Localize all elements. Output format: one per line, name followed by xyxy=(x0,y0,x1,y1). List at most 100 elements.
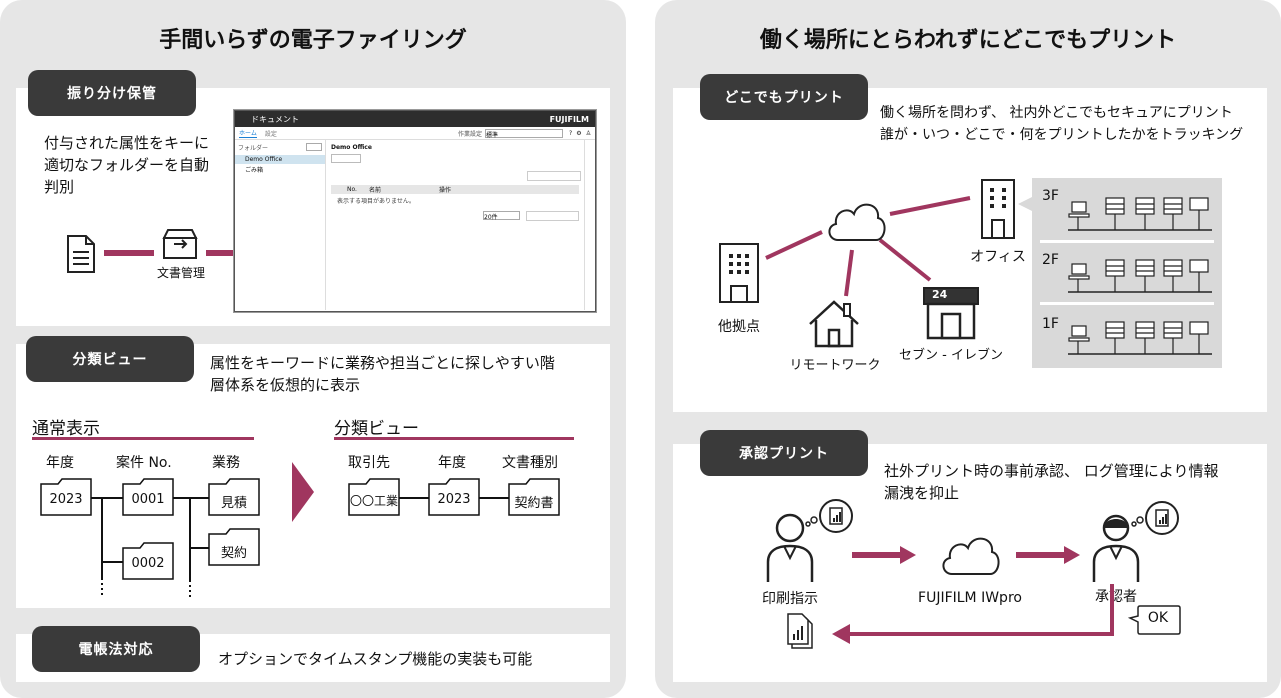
folder-icon xyxy=(40,478,92,516)
store-icon xyxy=(923,287,979,340)
sort-arrow-1 xyxy=(104,250,154,256)
search-select[interactable]: 標準 xyxy=(485,128,564,139)
node-store: セブン - イレブン xyxy=(899,348,1003,363)
floor-1f: 1F xyxy=(1042,316,1059,332)
folder-keiyaku: 契約 xyxy=(220,546,247,561)
sort-desc: 付与された属性をキーに 適切なフォルダーを自動 判別 xyxy=(44,134,210,196)
folder-item-trash[interactable]: ごみ箱 xyxy=(245,167,264,174)
folder-icon xyxy=(122,542,174,580)
user-icon[interactable]: ♙ xyxy=(585,129,591,137)
folder-client: 〇〇工業 xyxy=(349,494,398,508)
content-title: Demo Office xyxy=(331,144,372,151)
folder-menu[interactable] xyxy=(306,143,322,151)
view-section xyxy=(16,344,610,608)
normal-tree-lines xyxy=(90,497,210,598)
app-titlebar: ドキュメント FUJIFILM xyxy=(235,111,595,127)
folder-icon xyxy=(428,478,480,516)
app-sidebar: フォルダー Demo Office ごみ箱 xyxy=(235,140,326,310)
search-label: 作業設定 xyxy=(458,130,483,138)
folder-icon xyxy=(208,528,260,566)
return-arrow xyxy=(832,584,1114,644)
normal-header-case: 案件 No. xyxy=(116,455,172,471)
law-badge: 電帳法対応 xyxy=(32,626,200,672)
folder-icon xyxy=(122,478,174,516)
printed-document-icon xyxy=(787,613,813,649)
app-window-title: ドキュメント xyxy=(251,114,299,124)
view-desc: 属性をキーワードに業務や担当ごとに探しやすい階 層体系を仮想的に表示 xyxy=(210,354,555,394)
flow-arrow-1 xyxy=(852,546,916,564)
requester-label: 印刷指示 xyxy=(762,591,818,607)
app-toolbar: ホーム 設定 作業設定 標準 ? ⚙ ♙ xyxy=(235,127,595,140)
anywhere-desc: 働く場所を問わず、 社内外どこでもセキュアにプリント 誰が・いつ・どこで・何をプ… xyxy=(880,105,1244,143)
left-title: 手間いらずの電子ファイリング xyxy=(159,28,467,53)
folder-0001: 0001 xyxy=(131,492,165,507)
floor-equipment-2f xyxy=(1068,259,1212,293)
normal-view-underline xyxy=(32,437,254,440)
floor-divider xyxy=(1040,240,1214,243)
gear-icon[interactable]: ⚙ xyxy=(576,129,582,137)
floor-divider xyxy=(1040,302,1214,305)
normal-view-title: 通常表示 xyxy=(32,419,100,439)
folder-contract: 契約書 xyxy=(514,496,554,511)
folder-icon xyxy=(348,478,400,516)
approval-desc: 社外プリント時の事前承認、 ログ管理により情報 漏洩を抑止 xyxy=(884,462,1219,502)
classified-header-client: 取引先 xyxy=(348,455,390,471)
folder-0002: 0002 xyxy=(131,556,165,571)
table-header: No. 名前 操作 xyxy=(331,185,579,194)
office-building-icon xyxy=(981,179,1015,239)
pager-top[interactable] xyxy=(527,171,581,181)
normal-header-year: 年度 xyxy=(46,455,74,471)
classified-header-year: 年度 xyxy=(438,455,466,471)
node-remote: リモートワーク xyxy=(789,358,881,373)
approval-badge: 承認プリント xyxy=(700,430,868,476)
app-brand: FUJIFILM xyxy=(549,114,589,124)
right-title: 働く場所にとらわれずにどこでもプリント xyxy=(759,28,1177,53)
floor-pointer xyxy=(1018,196,1034,212)
floor-equipment-3f xyxy=(1068,197,1212,231)
approver-person-icon xyxy=(1092,501,1179,582)
view-badge: 分類ビュー xyxy=(26,336,194,382)
ok-label: OK xyxy=(1147,610,1169,626)
folder-2023: 2023 xyxy=(49,492,83,507)
document-icon xyxy=(67,235,95,273)
app-rightbar xyxy=(584,140,595,310)
flow-arrow-2 xyxy=(1016,546,1080,564)
tool-label: 文書管理 xyxy=(156,266,205,280)
tab-home[interactable]: ホーム xyxy=(239,130,257,138)
classified-view-underline xyxy=(334,437,574,440)
service-label: FUJIFILM IWpro xyxy=(918,590,1022,606)
floor-equipment-1f xyxy=(1068,321,1212,355)
classified-header-doctype: 文書種別 xyxy=(502,455,558,471)
app-content: Demo Office No. 名前 操作 表示する項目がありません。 20件 xyxy=(331,144,581,221)
cloud-icon xyxy=(828,203,886,241)
branch-building-icon xyxy=(719,243,759,303)
floor-2f: 2F xyxy=(1042,252,1059,268)
tray-icon xyxy=(162,229,198,259)
view-arrow-icon xyxy=(292,462,314,522)
store-sign: 24 xyxy=(932,288,948,301)
pager-bottom[interactable] xyxy=(526,211,579,221)
node-branch: 他拠点 xyxy=(718,319,760,335)
folder-header: フォルダー xyxy=(238,145,269,152)
sort-badge: 振り分け保管 xyxy=(28,70,196,116)
folder-icon xyxy=(208,478,260,516)
empty-message: 表示する項目がありません。 xyxy=(337,198,415,205)
content-button[interactable] xyxy=(331,154,361,163)
classified-tree-lines xyxy=(396,497,512,499)
floor-3f: 3F xyxy=(1042,188,1059,204)
page-size-select[interactable]: 20件 xyxy=(483,211,521,221)
help-icon[interactable]: ? xyxy=(569,129,573,137)
app-window: ドキュメント FUJIFILM ホーム 設定 作業設定 標準 ? ⚙ ♙ フォル… xyxy=(234,110,596,312)
folder-icon xyxy=(508,478,560,516)
classified-view-title: 分類ビュー xyxy=(334,419,419,439)
anywhere-badge: どこでもプリント xyxy=(700,74,868,120)
requester-person-icon xyxy=(766,499,853,582)
tab-settings[interactable]: 設定 xyxy=(264,130,277,138)
house-icon xyxy=(809,300,859,348)
folder-class-2023: 2023 xyxy=(437,492,471,507)
ok-bubble xyxy=(1127,605,1181,635)
node-office: オフィス xyxy=(970,249,1026,265)
folder-item-demo[interactable]: Demo Office xyxy=(235,155,325,164)
approver-label: 承認者 xyxy=(1095,589,1137,605)
